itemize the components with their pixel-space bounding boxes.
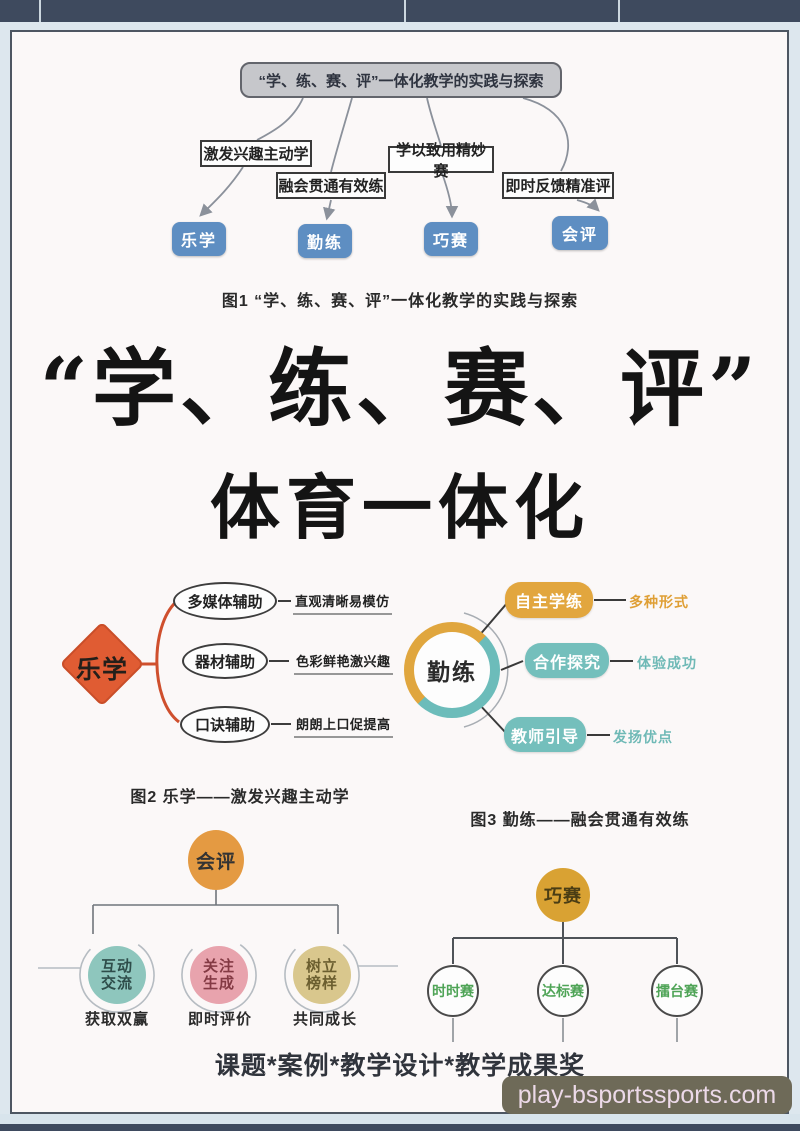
figure3-root-label: 勤练 — [414, 632, 490, 708]
headline-line2: 体育一体化 — [210, 466, 590, 549]
figure1-branch-box: 激发兴趣主动学 — [200, 140, 312, 167]
figure1-node-qinlian: 勤练 — [298, 224, 352, 258]
figure2-branch-node: 口诀辅助 — [180, 706, 270, 743]
figure3-branch-node: 自主学练 — [505, 582, 593, 618]
figure5-root: 巧赛 — [536, 868, 590, 922]
figure3-branch-node: 教师引导 — [504, 717, 586, 752]
watermark-badge: play-bsportssports.com — [502, 1076, 792, 1114]
bottom-margin-band — [0, 1114, 800, 1124]
figure2-branch-label: 直观清晰易模仿 — [293, 591, 392, 615]
figure2-branch-label: 朗朗上口促提高 — [294, 714, 393, 738]
top-bar-divider — [404, 0, 406, 22]
figure2-caption: 图2 乐学——激发兴趣主动学 — [130, 789, 350, 806]
figure4-child-line1: 树立 — [305, 958, 338, 975]
figure4-child-label: 共同成长 — [292, 1011, 357, 1028]
figure1-branch-box: 即时反馈精准评 — [502, 172, 614, 199]
figure4-child-circle: 树立 榜样 — [293, 946, 351, 1004]
figure2-branch-node: 器材辅助 — [182, 643, 268, 679]
browser-top-bar — [0, 0, 800, 22]
headline-line1: “学、练、赛、评” — [39, 339, 761, 438]
figure4-child-line2: 榜样 — [305, 975, 338, 992]
figure4-child-line2: 交流 — [100, 975, 133, 992]
figure4-child-line2: 生成 — [202, 975, 235, 992]
figure4-child-label: 获取双赢 — [84, 1011, 149, 1028]
figure5-child-circle: 达标赛 — [537, 965, 589, 1017]
figure2-branch-label: 色彩鲜艳激兴趣 — [294, 651, 393, 675]
figure4-root: 会评 — [188, 830, 244, 890]
figure1-caption: 图1 “学、练、赛、评”一体化教学的实践与探索 — [221, 293, 579, 310]
footer-keywords: 课题*案例*教学设计*教学成果奖 — [214, 1052, 586, 1080]
figure5-child-circle: 擂台赛 — [651, 965, 703, 1017]
figure4-child-line1: 关注 — [202, 958, 235, 975]
figure1-branch-box: 学以致用精妙赛 — [388, 142, 494, 180]
figure4-child-circle: 互动 交流 — [88, 946, 146, 1004]
figure1-node-lexue: 乐学 — [172, 222, 226, 256]
figure2-root-label: 乐学 — [75, 656, 128, 684]
figure3-root-ring: 勤练 — [404, 622, 500, 718]
top-bar-divider — [39, 0, 41, 22]
bottom-frame-bar — [0, 1124, 800, 1131]
figure5-child-circle: 时时赛 — [427, 965, 479, 1017]
figure3-branch-label: 体验成功 — [637, 655, 697, 671]
top-bar-divider — [618, 0, 620, 22]
figure1-node-huiping: 会评 — [552, 216, 608, 250]
figure2-branch-node: 多媒体辅助 — [173, 582, 277, 620]
figure4-child-line1: 互动 — [100, 958, 133, 975]
poster-background — [10, 30, 789, 1114]
figure3-branch-node: 合作探究 — [525, 643, 609, 678]
figure3-branch-label: 多种形式 — [629, 594, 689, 610]
figure4-child-circle: 关注 生成 — [190, 946, 248, 1004]
figure1-node-qiaosai: 巧赛 — [424, 222, 478, 256]
figure3-caption: 图3 勤练——融会贯通有效练 — [470, 812, 690, 829]
figure4-child-label: 即时评价 — [187, 1011, 252, 1028]
figure3-branch-label: 发扬优点 — [613, 729, 673, 745]
figure1-branch-box: 融会贯通有效练 — [276, 172, 386, 199]
figure1-title-box: “学、练、赛、评”一体化教学的实践与探索 — [240, 62, 562, 98]
